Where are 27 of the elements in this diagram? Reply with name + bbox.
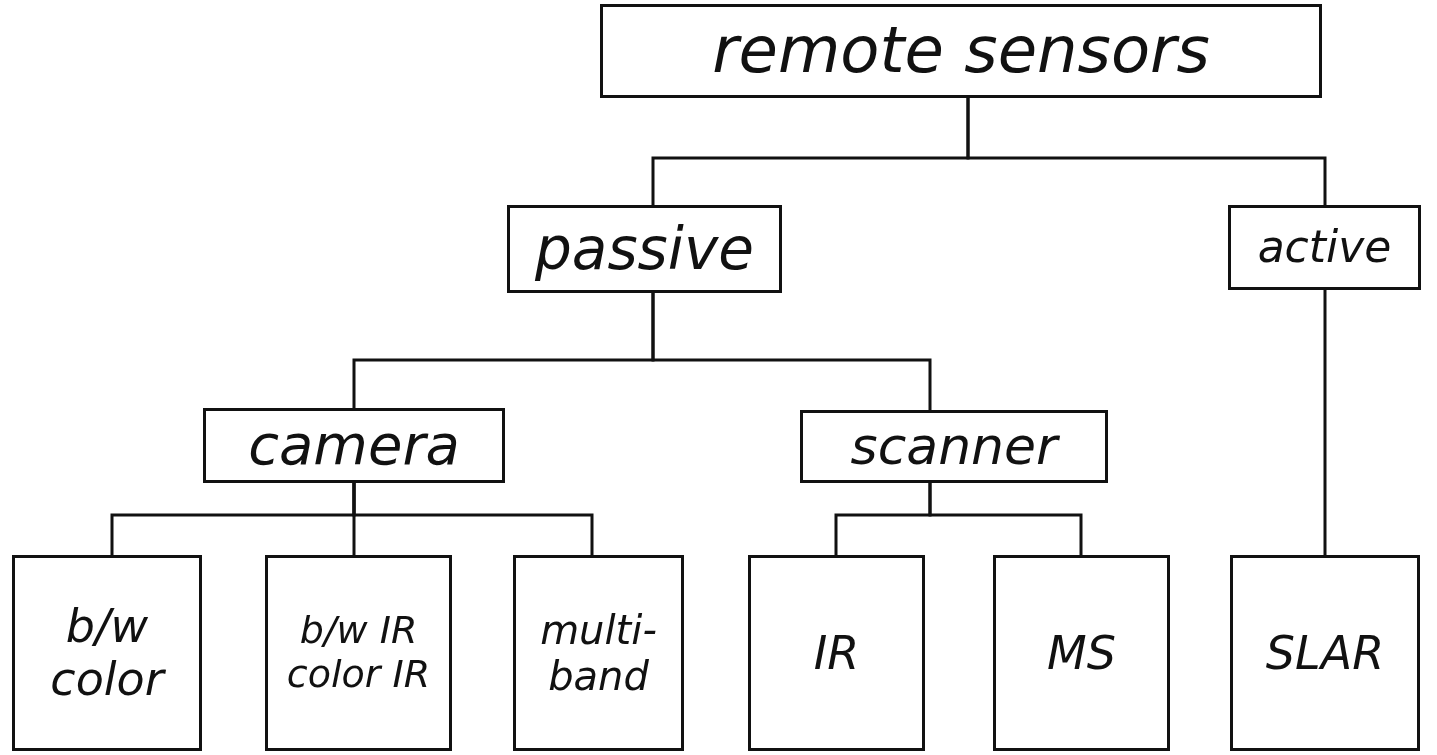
label-box	[748, 555, 925, 751]
label-box	[800, 410, 1108, 483]
connector-line	[1323, 290, 1327, 555]
node-label: remote sensors	[712, 14, 1210, 88]
node-label: MS	[1047, 626, 1116, 680]
node-label: scanner	[850, 416, 1058, 477]
connector-line	[651, 293, 932, 410]
label-box	[265, 555, 452, 751]
label-box	[507, 205, 782, 293]
node-label: multi-band	[539, 607, 658, 699]
node-label: SLAR	[1265, 626, 1385, 680]
node-label: active	[1257, 222, 1392, 273]
node-label: b/w IR color IR	[285, 609, 432, 697]
node-label: b/w color	[49, 600, 167, 706]
label-box	[993, 555, 1170, 751]
label-box	[600, 4, 1322, 98]
label-box	[513, 555, 684, 751]
node-label: camera	[248, 413, 460, 478]
connector-line	[928, 483, 1083, 555]
connector-line	[966, 98, 1327, 205]
label-box	[203, 408, 505, 483]
label-box	[1228, 205, 1421, 290]
node-label: IR	[813, 626, 860, 680]
node-label: passive	[535, 215, 754, 283]
connector-line	[352, 483, 594, 555]
label-box	[1230, 555, 1420, 751]
label-box	[12, 555, 202, 751]
